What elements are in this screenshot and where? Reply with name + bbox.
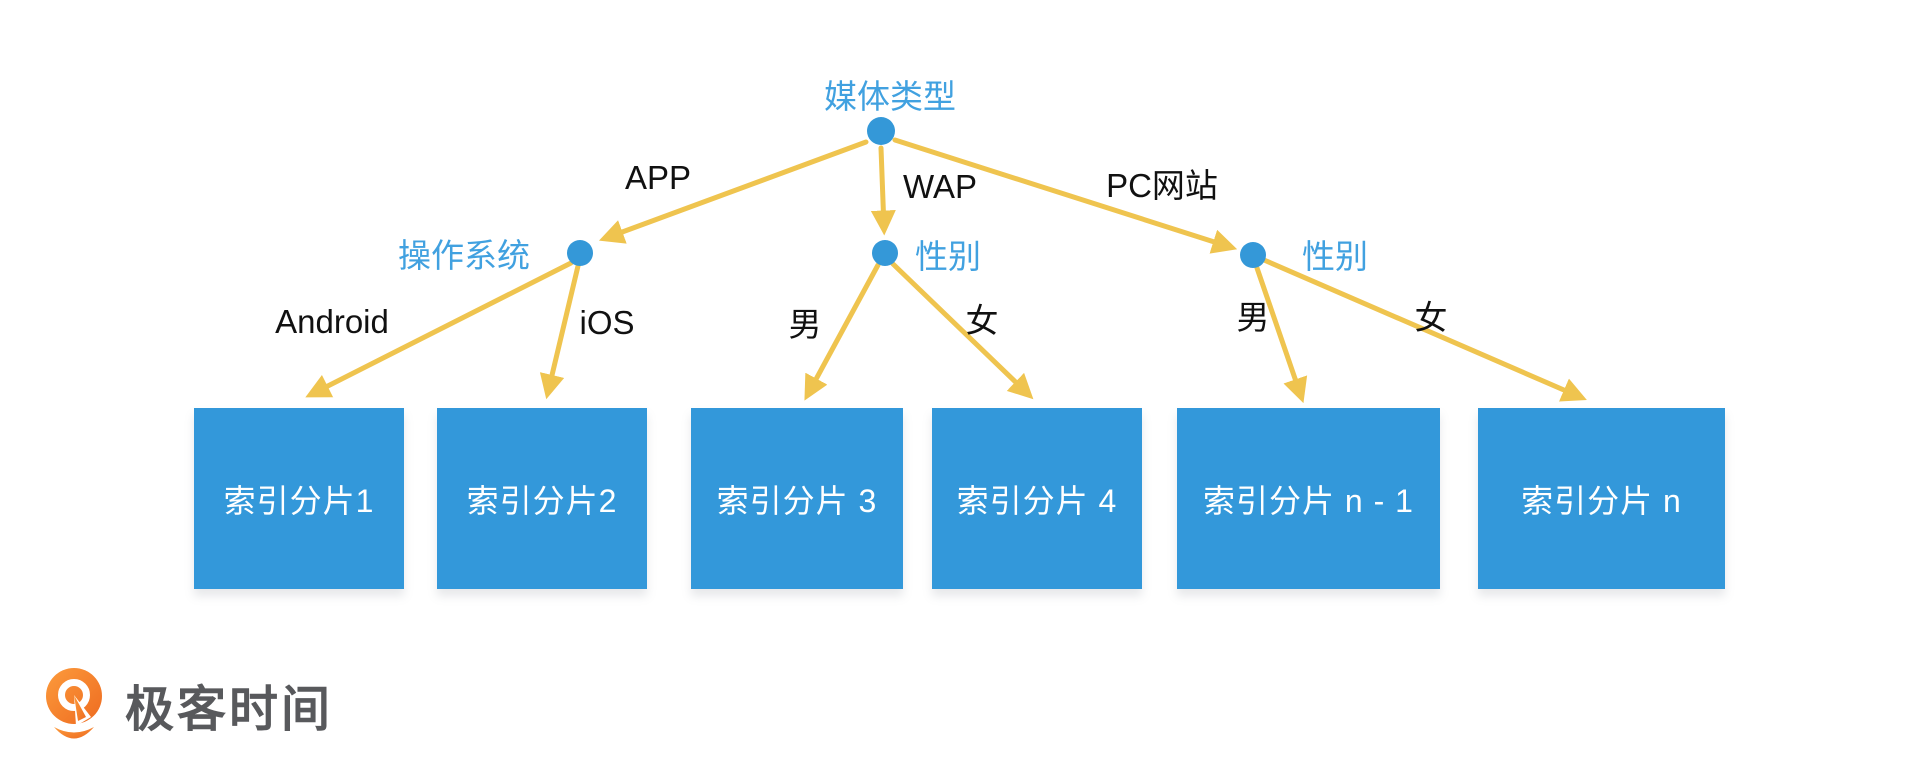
shard-box-label: 索引分片2 bbox=[466, 482, 618, 519]
shard-box-label: 索引分片 3 bbox=[716, 482, 878, 519]
node-dot-gender-right bbox=[1240, 242, 1266, 268]
shard-box-label: 索引分片 n - 1 bbox=[1203, 482, 1414, 519]
edge-label-wap: WAP bbox=[903, 168, 977, 206]
gender-right-node-label: 性别 bbox=[1302, 238, 1368, 276]
shard-box-label: 索引分片 4 bbox=[956, 482, 1118, 519]
edge-os-to-shard2 bbox=[539, 263, 581, 400]
brand-logo: 极客时间 bbox=[45, 666, 333, 750]
edge-label-female-right: 女 bbox=[1414, 299, 1448, 337]
shard-box-label: 索引分片 n bbox=[1521, 482, 1682, 519]
edge-label-male-mid: 男 bbox=[788, 306, 822, 344]
edge-label-male-right: 男 bbox=[1236, 299, 1270, 337]
edge-label-ios: iOS bbox=[579, 304, 635, 342]
shard-box-3: 索引分片 3 bbox=[691, 408, 903, 589]
node-dot-os bbox=[567, 240, 593, 266]
shard-box-5: 索引分片 n - 1 bbox=[1177, 408, 1440, 589]
edge-label-pc-web: PC网站 bbox=[1106, 167, 1218, 205]
shard-box-1: 索引分片1 bbox=[194, 408, 404, 589]
edge-label-female-mid: 女 bbox=[965, 302, 999, 340]
node-dot-gender-mid bbox=[872, 240, 898, 266]
gender-mid-node-label: 性别 bbox=[915, 238, 981, 276]
os-node-label: 操作系统 bbox=[398, 237, 530, 275]
geektime-pin-icon bbox=[46, 668, 102, 739]
shard-box-2: 索引分片2 bbox=[437, 408, 647, 589]
shard-box-label: 索引分片1 bbox=[223, 482, 375, 519]
edge-label-android: Android bbox=[275, 303, 389, 341]
root-node-label: 媒体类型 bbox=[824, 78, 956, 116]
edge-root-to-gender-mid bbox=[870, 145, 896, 236]
edge-gender-mid-to-shard4 bbox=[890, 261, 1034, 400]
edge-label-app: APP bbox=[624, 159, 692, 197]
brand-name: 极客时间 bbox=[125, 682, 334, 737]
node-dot-root bbox=[867, 117, 895, 145]
shard-box-4: 索引分片 4 bbox=[932, 408, 1142, 589]
shard-box-6: 索引分片 n bbox=[1478, 408, 1725, 589]
